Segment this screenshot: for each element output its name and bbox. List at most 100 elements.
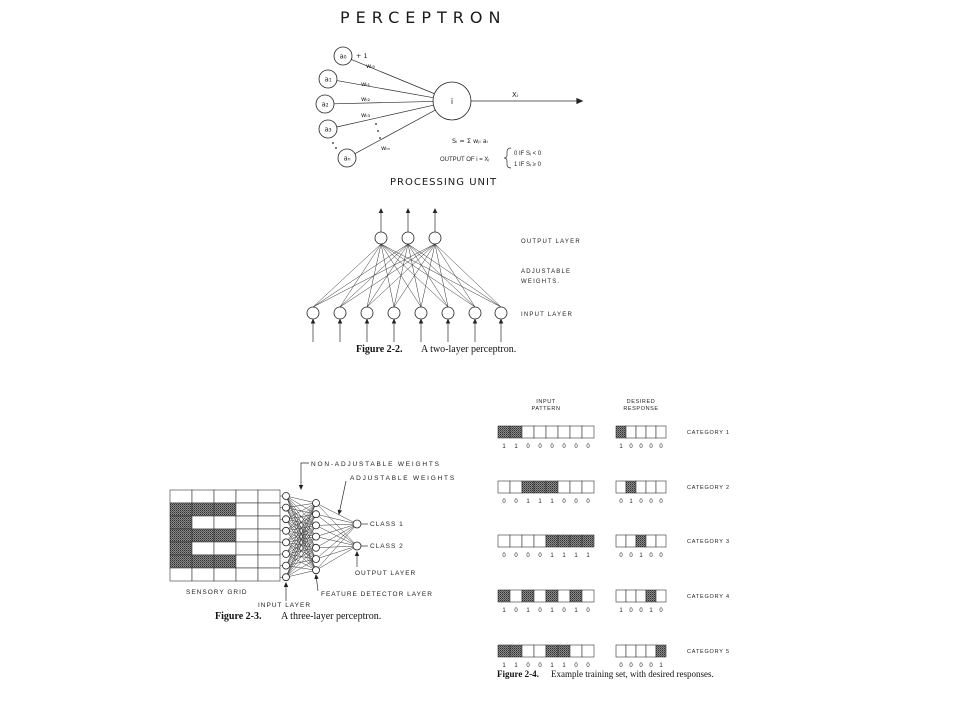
response-digit: 0 — [629, 553, 633, 559]
feature-detector-node — [312, 521, 320, 530]
sum-equation: Sᵢ = Σ wⱼᵢ aᵢ — [452, 137, 488, 145]
response-cell-on — [645, 589, 657, 603]
input-node — [333, 46, 353, 66]
adjustable-weights — [312, 243, 502, 308]
input-pattern-digit: 1 — [586, 553, 590, 559]
adjustable-weight-line — [380, 243, 395, 308]
input-pattern-digit: 1 — [502, 444, 506, 450]
sensory-grid-cell — [169, 567, 193, 582]
input-layer-node — [387, 306, 401, 320]
input-node — [318, 69, 338, 89]
input-pattern-header-line2: PATTERN — [531, 406, 560, 412]
feature-detector-node — [312, 499, 320, 507]
sensory-grid-cell — [213, 515, 237, 530]
non-adjustable-weight-line — [285, 569, 317, 578]
adjustable-weight-line — [315, 545, 358, 571]
input-pattern-digit: 0 — [514, 499, 518, 505]
input-pattern-cell-off — [521, 425, 535, 439]
input-pattern-digit: 0 — [526, 553, 530, 559]
response-cell-off — [655, 480, 667, 494]
sensory-grid-label: SENSORY GRID — [186, 589, 248, 596]
adjustable-weight-line — [366, 243, 382, 308]
input-pattern-cell-on — [545, 534, 559, 548]
input-layer-node — [282, 550, 290, 558]
input-pattern-cell-off — [509, 589, 523, 603]
input-layer-label: INPUT LAYER — [258, 602, 311, 609]
input-pattern-digit: 1 — [502, 608, 506, 614]
sensory-grid-cell — [235, 489, 259, 504]
input-pattern-cell-off — [557, 589, 571, 603]
input-pattern-cell-on — [497, 644, 511, 658]
weighted-connection-line — [336, 104, 434, 128]
input-pattern-digit: 1 — [514, 444, 518, 450]
input-node-label: a₂ — [321, 101, 328, 109]
response-digit: 1 — [619, 444, 623, 450]
input-pattern-digit: 0 — [538, 608, 542, 614]
sensory-grid-cell — [235, 541, 259, 556]
input-pattern-cell-off — [533, 425, 547, 439]
sensory-grid-cell — [213, 541, 237, 556]
figure-2-3-connections — [280, 495, 358, 578]
non-adjustable-weight-line — [285, 502, 317, 543]
response-cell-off — [645, 480, 657, 494]
input-pattern-digit: 0 — [574, 444, 578, 450]
input-pattern-digit: 0 — [574, 663, 578, 669]
input-layer-node — [414, 306, 428, 320]
sensory-grid-cell-active — [213, 528, 237, 543]
feature-detector-layer-label: FEATURE DETECTOR LAYER — [321, 591, 433, 598]
adjustable-weights-pointer — [337, 480, 347, 515]
adjustable-weight-line — [380, 243, 476, 308]
response-digit: 0 — [639, 663, 643, 669]
response-digit: 0 — [639, 608, 643, 614]
input-node-label: a₁ — [324, 76, 331, 84]
non-adjustable-weights-label: NON-ADJUSTABLE WEIGHTS — [311, 461, 441, 468]
response-cell-on — [625, 480, 637, 494]
input-layer-node — [468, 306, 482, 320]
input-pattern-cell-off — [581, 589, 595, 603]
output-label: Xᵢ — [512, 91, 518, 99]
category-label: CATEGORY 4 — [687, 594, 730, 600]
response-cell-off — [615, 589, 627, 603]
response-cell-off — [635, 480, 647, 494]
adjustable-weight-line — [315, 523, 358, 560]
response-cell-on — [635, 534, 647, 548]
input-pattern-digit: 0 — [514, 608, 518, 614]
response-digit: 0 — [659, 499, 663, 505]
input-pattern-cell-off — [497, 480, 511, 494]
sensory-grid-cell — [169, 489, 193, 504]
response-cell-off — [645, 425, 657, 439]
input-pattern-cell-off — [521, 534, 535, 548]
input-pattern-digit: 0 — [586, 608, 590, 614]
input-layer-node — [282, 561, 290, 570]
input-layer-node — [282, 573, 290, 582]
sensory-grid-cell — [191, 515, 215, 530]
input-pattern-digit: 1 — [562, 663, 566, 669]
response-digit: 0 — [629, 444, 633, 450]
sensory-grid-cell — [257, 489, 281, 504]
output-layer-node — [401, 231, 415, 245]
response-cell-off — [615, 644, 627, 658]
input-pattern-digit: 1 — [574, 553, 578, 559]
output-layer-label: OUTPUT LAYER — [355, 570, 416, 577]
input-pattern-cell-on — [533, 480, 547, 494]
response-cell-on — [615, 425, 627, 439]
rule-case-positive: 1 IF Sᵢ ≥ 0 — [514, 162, 542, 168]
input-pattern-digit: 0 — [538, 553, 542, 559]
output-layer-node — [374, 231, 388, 245]
non-adjustable-weight-line — [285, 502, 317, 508]
processing-unit-label: i — [451, 97, 453, 106]
figure-2-3: NON-ADJUSTABLE WEIGHTS ADJUSTABLE WEIGHT… — [169, 461, 454, 622]
output-class-node — [352, 519, 362, 529]
response-digit: 0 — [619, 553, 623, 559]
adjustable-weight-line — [315, 545, 358, 560]
ellipsis-dot — [377, 130, 379, 132]
non-adjustable-weight-line — [285, 547, 317, 578]
sensory-grid-cell — [213, 567, 237, 582]
response-cell-off — [635, 425, 647, 439]
input-pattern-digit: 1 — [574, 608, 578, 614]
sensory-grid-cell — [191, 541, 215, 556]
